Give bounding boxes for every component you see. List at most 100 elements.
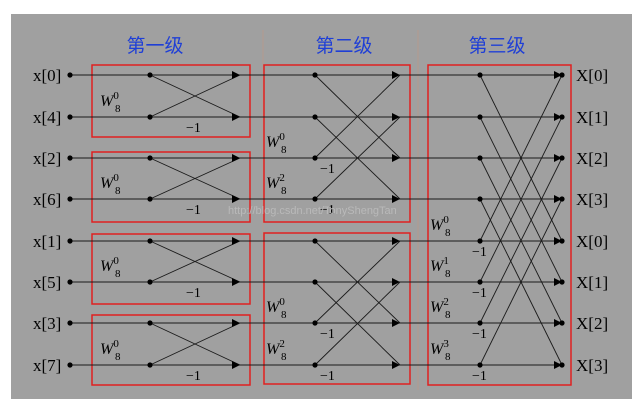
stage1-node <box>147 114 153 120</box>
stage3-node <box>477 279 483 285</box>
stage2-cross-line <box>314 281 401 366</box>
stage3-cross-line <box>479 198 563 366</box>
stage2-node <box>312 196 318 202</box>
stage1-box <box>91 151 251 223</box>
stage1-negation: −1 <box>186 121 201 136</box>
stage3-node <box>477 72 483 78</box>
input-label: x[5] <box>33 273 61 292</box>
labels: x[0]X[0]x[4]X[1]x[2]X[2]x[6]X[3]x[1]X[0]… <box>33 66 608 384</box>
stage1-node <box>147 362 153 368</box>
input-node <box>67 362 73 368</box>
stage2-arrow <box>392 154 400 162</box>
input-label: x[3] <box>33 314 61 333</box>
stage2-box <box>263 64 411 223</box>
input-label: x[0] <box>33 66 61 85</box>
input-node <box>67 238 73 244</box>
output-label: X[3] <box>576 190 608 209</box>
stage1-arrow <box>232 237 240 245</box>
stage3-negation: −1 <box>472 245 487 260</box>
stage1-negation: −1 <box>186 369 201 384</box>
stage3-cross-line <box>479 74 563 242</box>
watermark: http://blog.csdn.net/TonyShengTan <box>228 205 397 217</box>
stage3-node <box>477 362 483 368</box>
stage2-node <box>312 320 318 326</box>
stage1-node <box>147 238 153 244</box>
stage3-arrow <box>554 113 562 121</box>
input-node <box>67 72 73 78</box>
input-label: x[2] <box>33 149 61 168</box>
input-node <box>67 196 73 202</box>
stage3-node <box>477 155 483 161</box>
stage1-node <box>147 279 153 285</box>
stage1-arrow <box>232 113 240 121</box>
diagram-background <box>11 14 632 399</box>
output-label: X[1] <box>576 273 608 292</box>
stage1-cross-line <box>149 74 241 118</box>
stage-2-title: 第二级 <box>315 35 372 57</box>
stage2-negation: −1 <box>320 327 335 342</box>
stage1-box <box>91 64 251 138</box>
stage3-negation: −1 <box>472 327 487 342</box>
input-node <box>67 114 73 120</box>
stage2-negation: −1 <box>320 162 335 177</box>
output-label: X[2] <box>576 149 608 168</box>
stage3-node <box>477 114 483 120</box>
input-label: x[7] <box>33 356 61 375</box>
stage2-box <box>263 232 411 385</box>
input-node <box>67 155 73 161</box>
stage1-cross-line <box>149 157 241 200</box>
stage3-arrow <box>554 154 562 162</box>
stage2-negation: −1 <box>320 203 335 218</box>
stage1-box <box>91 233 251 305</box>
stage1-cross-line <box>149 322 241 366</box>
stage3-node <box>477 320 483 326</box>
output-label: X[3] <box>576 356 608 375</box>
stage3-arrow <box>554 278 562 286</box>
stage3-arrow <box>554 361 562 369</box>
stage3-arrow <box>554 71 562 79</box>
input-label: x[4] <box>33 108 61 127</box>
stage1-arrow <box>232 278 240 286</box>
stage2-node <box>312 238 318 244</box>
stage3-cross-line <box>479 157 563 324</box>
stage2-arrow <box>392 195 400 203</box>
stage2-arrow <box>392 71 400 79</box>
stage1-node <box>147 155 153 161</box>
stage3-node <box>477 196 483 202</box>
stage3-negation: −1 <box>472 286 487 301</box>
stage3-box <box>427 64 572 386</box>
stage2-arrow <box>392 278 400 286</box>
stage1-node <box>147 320 153 326</box>
stage2-arrow <box>392 319 400 327</box>
stage1-arrow <box>232 71 240 79</box>
output-label: X[2] <box>576 314 608 333</box>
stage3-cross-line <box>479 116 563 283</box>
stage1-arrow <box>232 319 240 327</box>
output-label: X[1] <box>576 108 608 127</box>
stage1-arrow <box>232 195 240 203</box>
input-node <box>67 279 73 285</box>
stage2-node <box>312 114 318 120</box>
stage1-arrow <box>232 361 240 369</box>
stage3-node <box>477 238 483 244</box>
stage1-negation: −1 <box>186 286 201 301</box>
input-label: x[1] <box>33 232 61 251</box>
stage2-node <box>312 72 318 78</box>
stage-1-title: 第一级 <box>126 35 183 57</box>
stage1-arrow <box>232 154 240 162</box>
stage1-cross-line <box>149 240 241 283</box>
stage1-node <box>147 196 153 202</box>
